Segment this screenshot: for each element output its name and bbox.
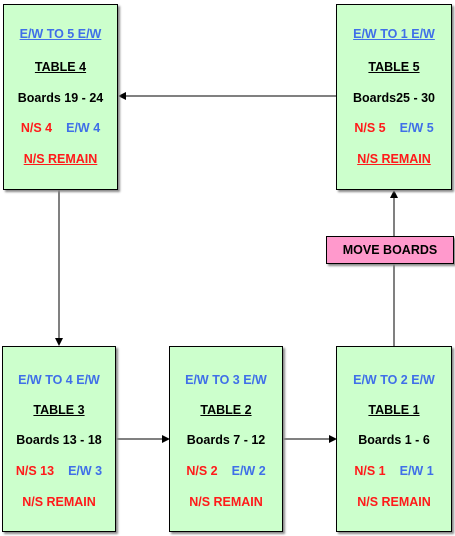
table-4-ew: E/W 4 [66,121,101,135]
table-5-boards: Boards25 - 30 [353,91,435,105]
table-4-ns: N/S 4 [20,121,53,135]
table-4-remain: N/S REMAIN [23,152,98,166]
table-2-box: E/W TO 3 E/W TABLE 2 Boards 7 - 12 N/S 2… [169,346,283,532]
table-3-move-instruction: E/W TO 4 E/W [18,373,100,387]
table-2-boards: Boards 7 - 12 [186,433,266,447]
table-1-boards: Boards 1 - 6 [358,433,430,447]
table-3-pairs: N/S 13 E/W 3 [3,464,115,478]
table-3-boards: Boards 13 - 18 [16,433,102,447]
table-2-ns: N/S 2 [186,464,218,478]
table-4-box: E/W TO 5 E/W TABLE 4 Boards 19 - 24 N/S … [3,4,118,190]
table-2-title: TABLE 2 [200,403,252,417]
table-1-move-instruction: E/W TO 2 E/W [353,373,435,387]
table-5-remain: N/S REMAIN [357,152,431,166]
table-4-boards: Boards 19 - 24 [17,91,104,105]
table-3-title: TABLE 3 [33,403,85,417]
table-4-title: TABLE 4 [34,60,87,74]
table-5-title: TABLE 5 [368,60,420,74]
table-3-ew: E/W 3 [68,464,103,478]
table-5-ew: E/W 5 [399,121,434,135]
table-2-move-instruction: E/W TO 3 E/W [185,373,267,387]
table-1-box: E/W TO 2 E/W TABLE 1 Boards 1 - 6 N/S 1 E… [336,346,452,532]
table-3-ns: N/S 13 [15,464,55,478]
table-2-ew: E/W 2 [231,464,266,478]
table-3-remain: N/S REMAIN [22,495,96,509]
table-5-pairs: N/S 5 E/W 5 [337,121,451,135]
table-3-box: E/W TO 4 E/W TABLE 3 Boards 13 - 18 N/S … [2,346,116,532]
table-1-ew: E/W 1 [399,464,434,478]
table-2-pairs: N/S 2 E/W 2 [170,464,282,478]
table-1-pairs: N/S 1 E/W 1 [337,464,451,478]
table-2-remain: N/S REMAIN [189,495,263,509]
table-4-pairs: N/S 4 E/W 4 [4,121,117,135]
table-5-box: E/W TO 1 E/W TABLE 5 Boards25 - 30 N/S 5… [336,4,452,190]
table-1-title: TABLE 1 [368,403,420,417]
table-5-move-instruction: E/W TO 1 E/W [353,27,435,41]
table-5-ns: N/S 5 [354,121,386,135]
table-1-remain: N/S REMAIN [357,495,431,509]
table-4-move-instruction: E/W TO 5 E/W [19,27,102,41]
move-boards-label: MOVE BOARDS [326,236,454,264]
table-1-ns: N/S 1 [354,464,386,478]
